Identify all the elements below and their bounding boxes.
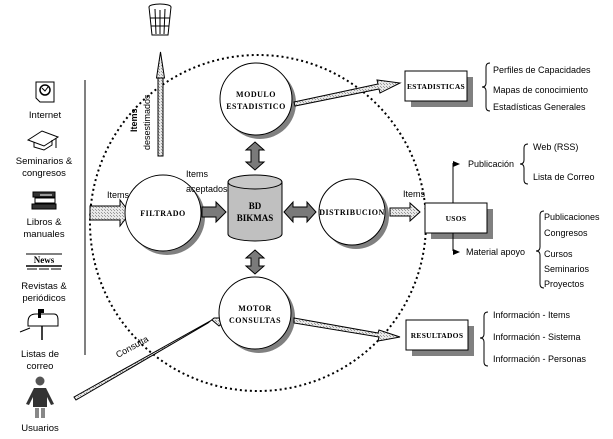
usos-branch-material: Material apoyo bbox=[466, 247, 525, 257]
publicacion-item: Web (RSS) bbox=[533, 142, 578, 152]
arrow-to-trash bbox=[155, 51, 166, 157]
arrow-modulo-to-estadisticas bbox=[293, 79, 402, 107]
arrow-db-distribucion bbox=[283, 200, 317, 224]
arrow-consulta bbox=[73, 317, 232, 401]
books-stack-icon bbox=[31, 191, 57, 210]
node-distribucion: DISTRIBUCION bbox=[318, 178, 389, 249]
material-item: Publicaciones bbox=[544, 212, 600, 222]
resultados-item: Información - Items bbox=[493, 310, 571, 320]
newspaper-icon: News bbox=[26, 253, 62, 270]
svg-text:CONSULTAS: CONSULTAS bbox=[229, 316, 281, 325]
material-item: Cursos bbox=[544, 249, 573, 259]
svg-text:BIKMAS: BIKMAS bbox=[237, 213, 274, 223]
source-label: Revistas & bbox=[21, 281, 67, 292]
source-label: Listas de bbox=[21, 349, 59, 360]
source-libros: Libros & manuales bbox=[23, 191, 65, 240]
svg-text:RESULTADOS: RESULTADOS bbox=[411, 331, 464, 340]
source-usuarios: Usuarios bbox=[21, 376, 59, 434]
mailbox-icon bbox=[19, 309, 59, 340]
box-usos: USOS bbox=[424, 202, 493, 239]
publicacion-item: Lista de Correo bbox=[533, 172, 595, 182]
internet-document-icon bbox=[35, 81, 55, 103]
material-item: Proyectos bbox=[544, 279, 585, 289]
source-listas: Listas de correo bbox=[19, 309, 59, 372]
flow-label-items-out: Items bbox=[403, 189, 426, 199]
svg-text:ESTADISTICAS: ESTADISTICAS bbox=[407, 82, 465, 91]
svg-text:DISTRIBUCION: DISTRIBUCION bbox=[319, 208, 385, 217]
resultados-item: Información - Personas bbox=[493, 354, 587, 364]
source-label: congresos bbox=[22, 168, 66, 179]
svg-text:ESTADISTICO: ESTADISTICO bbox=[226, 102, 286, 111]
source-label: periódicos bbox=[22, 293, 66, 304]
estadisticas-item: Estadísticas Generales bbox=[493, 102, 586, 112]
source-label: Usuarios bbox=[21, 423, 59, 434]
flow-label-consulta: Consulta bbox=[114, 334, 150, 360]
usos-branch-publicacion: Publicación bbox=[468, 159, 514, 169]
estadisticas-item: Perfiles de Capacidades bbox=[493, 65, 591, 75]
arrow-db-motor bbox=[244, 249, 266, 275]
svg-text:MOTOR: MOTOR bbox=[238, 304, 271, 313]
material-marker bbox=[453, 249, 460, 255]
graduation-cap-icon bbox=[26, 130, 60, 151]
node-filtrado: FILTRADO bbox=[124, 174, 205, 255]
publicacion-marker bbox=[453, 161, 460, 167]
arrow-modulo-db bbox=[244, 141, 266, 171]
brace-publicacion bbox=[519, 143, 529, 185]
flow-label-items-in: Items bbox=[107, 190, 130, 200]
box-resultados: RESULTADOS bbox=[405, 319, 474, 356]
svg-text:USOS: USOS bbox=[446, 214, 467, 223]
source-revistas: News Revistas & periódicos bbox=[21, 253, 67, 304]
resultados-item: Información - Sistema bbox=[493, 332, 581, 342]
svg-text:MODULO: MODULO bbox=[236, 90, 276, 99]
brace-estadisticas bbox=[481, 62, 491, 112]
svg-text:News: News bbox=[34, 255, 55, 265]
flow-label-items-aceptados: Items bbox=[186, 169, 209, 179]
material-item: Congresos bbox=[544, 228, 588, 238]
source-label: correo bbox=[27, 361, 54, 372]
flow-label-items-desestimados: desestimados bbox=[142, 94, 152, 150]
box-estadisticas: ESTADISTICAS bbox=[404, 70, 473, 107]
arrow-motor-to-resultados bbox=[293, 317, 401, 342]
flow-label-items-aceptados: aceptados bbox=[186, 184, 228, 194]
svg-text:FILTRADO: FILTRADO bbox=[140, 209, 186, 218]
node-modulo-estadistico: MODULO ESTADISTICO bbox=[219, 62, 296, 139]
estadisticas-item: Mapas de conocimiento bbox=[493, 85, 588, 95]
arrow-distribucion-to-usos bbox=[389, 201, 421, 223]
material-item: Seminarios bbox=[544, 264, 590, 274]
source-seminarios: Seminarios & congresos bbox=[16, 130, 73, 179]
svg-text:BD: BD bbox=[249, 201, 262, 211]
node-motor-consultas: MOTOR CONSULTAS bbox=[218, 276, 295, 353]
flow-label-items-desestimados: Items bbox=[129, 108, 139, 132]
source-label: Seminarios & bbox=[16, 156, 73, 167]
source-label: Libros & bbox=[27, 217, 63, 228]
node-database: BD BIKMAS bbox=[227, 174, 283, 242]
arrow-sources-to-filtrado bbox=[89, 198, 131, 228]
brace-material bbox=[535, 210, 545, 289]
source-internet: Internet bbox=[29, 81, 62, 121]
arrow-filtrado-to-db bbox=[201, 200, 227, 224]
brace-resultados bbox=[479, 311, 489, 367]
source-label: manuales bbox=[23, 229, 64, 240]
source-label: Internet bbox=[29, 110, 62, 121]
user-person-icon bbox=[26, 376, 54, 418]
trash-bin-icon bbox=[148, 3, 172, 36]
